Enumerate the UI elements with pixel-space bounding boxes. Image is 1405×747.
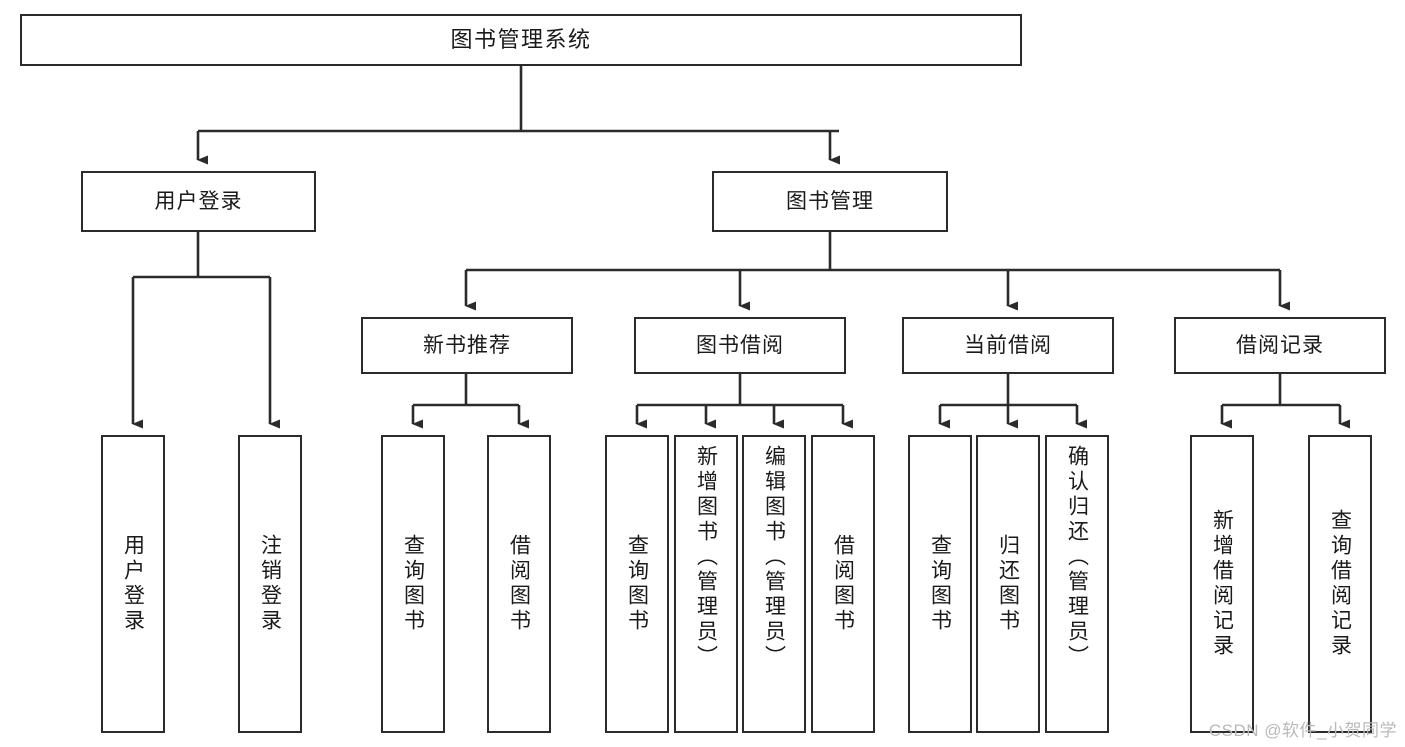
leaf-query-book-1[interactable]: 查询图书 xyxy=(381,435,445,733)
node-new-book-rec[interactable]: 新书推荐 xyxy=(361,317,573,374)
leaf-user-login-label: 用户登录 xyxy=(121,534,145,634)
leaf-borrow-book-1[interactable]: 借阅图书 xyxy=(487,435,551,733)
node-user-login-label: 用户登录 xyxy=(154,189,243,213)
node-root[interactable]: 图书管理系统 xyxy=(20,14,1022,66)
leaf-return-book[interactable]: 归还图书 xyxy=(976,435,1040,733)
node-book-manage-label: 图书管理 xyxy=(786,189,874,213)
leaf-query-book-2[interactable]: 查询图书 xyxy=(605,435,669,733)
node-book-manage[interactable]: 图书管理 xyxy=(712,171,948,232)
leaf-query-record-label: 查询借阅记录 xyxy=(1328,509,1352,659)
leaf-logout-label: 注销登录 xyxy=(258,534,282,634)
node-book-borrow[interactable]: 图书借阅 xyxy=(634,317,846,374)
leaf-add-book-label: 新增图书（管理员） xyxy=(694,445,718,670)
node-user-login[interactable]: 用户登录 xyxy=(81,171,316,232)
leaf-borrow-book-1-label: 借阅图书 xyxy=(507,534,531,634)
leaf-add-record-label: 新增借阅记录 xyxy=(1210,509,1234,659)
node-borrow-record-label: 借阅记录 xyxy=(1236,333,1324,357)
node-book-borrow-label: 图书借阅 xyxy=(696,333,784,357)
node-borrow-record[interactable]: 借阅记录 xyxy=(1174,317,1386,374)
leaf-user-login[interactable]: 用户登录 xyxy=(101,435,165,733)
leaf-edit-book[interactable]: 编辑图书（管理员） xyxy=(742,435,806,733)
leaf-logout[interactable]: 注销登录 xyxy=(238,435,302,733)
leaf-query-record[interactable]: 查询借阅记录 xyxy=(1308,435,1372,733)
leaf-query-book-3[interactable]: 查询图书 xyxy=(908,435,972,733)
node-new-book-rec-label: 新书推荐 xyxy=(423,333,511,357)
leaf-confirm-return-label: 确认归还（管理员） xyxy=(1065,445,1089,670)
leaf-borrow-book-2[interactable]: 借阅图书 xyxy=(811,435,875,733)
leaf-add-record[interactable]: 新增借阅记录 xyxy=(1190,435,1254,733)
leaf-edit-book-label: 编辑图书（管理员） xyxy=(762,445,786,670)
node-root-label: 图书管理系统 xyxy=(450,26,592,52)
leaf-borrow-book-2-label: 借阅图书 xyxy=(831,534,855,634)
leaf-return-book-label: 归还图书 xyxy=(996,534,1020,634)
leaf-add-book[interactable]: 新增图书（管理员） xyxy=(674,435,738,733)
leaf-query-book-1-label: 查询图书 xyxy=(401,534,425,634)
leaf-query-book-2-label: 查询图书 xyxy=(625,534,649,634)
leaf-confirm-return[interactable]: 确认归还（管理员） xyxy=(1045,435,1109,733)
leaf-query-book-3-label: 查询图书 xyxy=(928,534,952,634)
node-current-borrow[interactable]: 当前借阅 xyxy=(902,317,1114,374)
node-current-borrow-label: 当前借阅 xyxy=(964,333,1052,357)
